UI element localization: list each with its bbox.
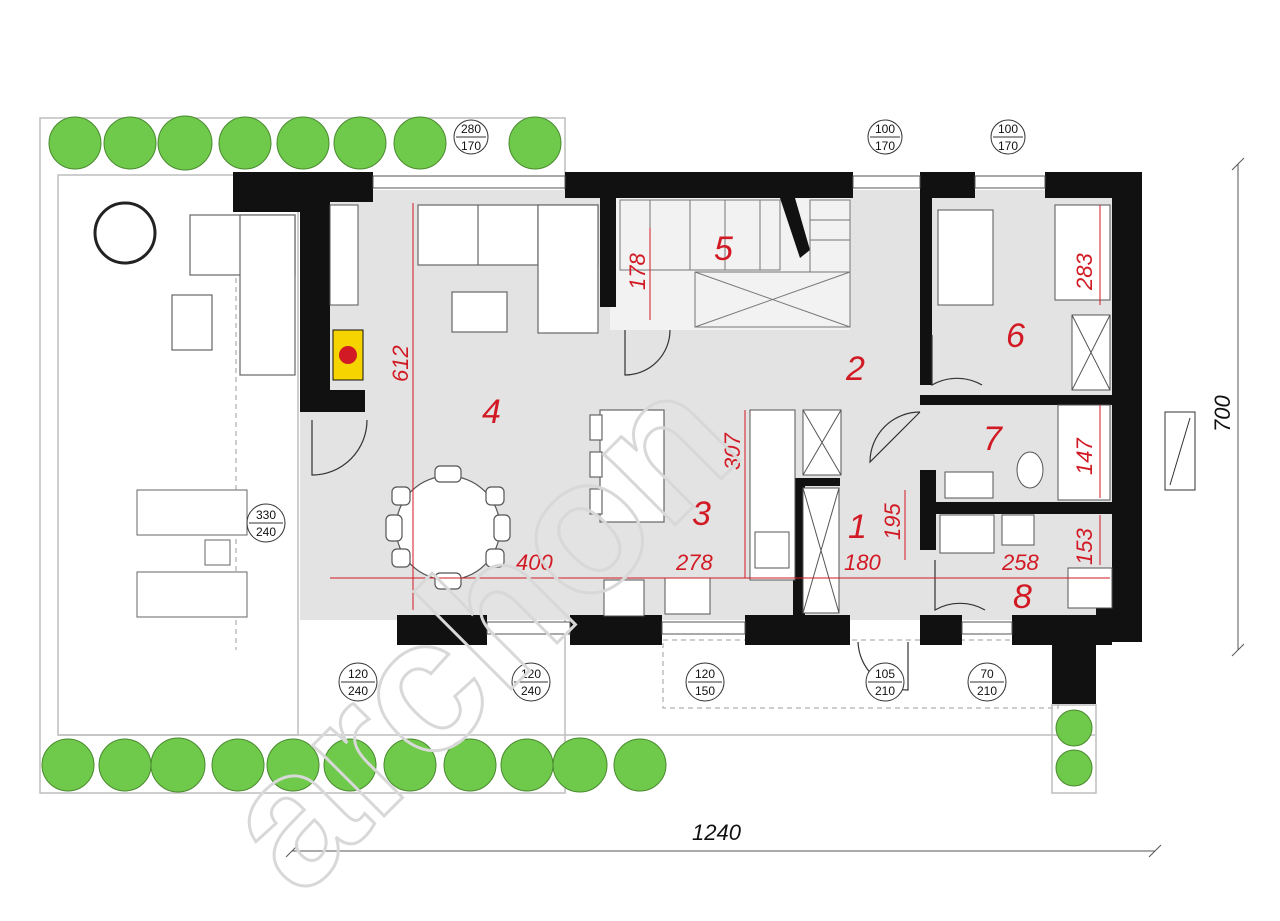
hedge-bottom: [41, 737, 667, 793]
compass-box: [1164, 411, 1196, 491]
room-number-4: 4: [482, 393, 501, 431]
svg-text:330: 330: [256, 508, 276, 522]
room-number-1: 1: [848, 508, 867, 546]
hedge-right: [1055, 709, 1093, 787]
window-badge-100-170-a: 100 170: [867, 119, 903, 155]
window-badge-280-170: 280 170: [453, 119, 489, 155]
svg-text:150: 150: [695, 684, 715, 698]
kitchen: [603, 409, 842, 617]
living-furniture: [171, 204, 665, 523]
window-badge-120-240-b: 120 240: [511, 662, 551, 702]
svg-text:170: 170: [875, 139, 895, 153]
svg-text:240: 240: [521, 684, 541, 698]
dimension-178: 178: [625, 253, 650, 290]
dimension-180: 180: [844, 550, 881, 575]
door-swings: [311, 329, 986, 691]
overall-depth: 700: [1210, 395, 1235, 432]
room-number-5: 5: [714, 230, 733, 268]
spiral-stair: [93, 201, 157, 265]
svg-text:240: 240: [348, 684, 368, 698]
window-badge-330-240: 330 240: [246, 503, 286, 543]
hedge-top: [48, 115, 562, 171]
svg-text:120: 120: [521, 667, 541, 681]
svg-text:70: 70: [980, 667, 994, 681]
bathroom-fixtures: [937, 204, 1113, 609]
dimension-195: 195: [880, 503, 905, 540]
dimension-400: 400: [516, 550, 553, 575]
svg-text:100: 100: [998, 122, 1018, 136]
svg-text:170: 170: [461, 139, 481, 153]
dimension-lines: [330, 203, 1110, 610]
window-badge-120-240-a: 120 240: [338, 662, 378, 702]
svg-text:210: 210: [875, 684, 895, 698]
room-number-7: 7: [983, 420, 1003, 458]
dimension-612: 612: [388, 345, 413, 382]
wardrobe: [329, 204, 359, 306]
room-number-8: 8: [1013, 578, 1032, 616]
door-badge-70-210: 70 210: [967, 662, 1007, 702]
dimension-278: 278: [675, 550, 713, 575]
fire-icon: [339, 346, 357, 364]
sun-loungers: [136, 489, 248, 618]
dimension-153: 153: [1072, 528, 1097, 565]
stairs: [619, 199, 851, 328]
room-number-2: 2: [845, 350, 865, 388]
overall-dimension-lines: [285, 157, 1245, 858]
dimension-258: 258: [1001, 550, 1039, 575]
overall-width: 1240: [692, 820, 742, 845]
dimension-283: 283: [1072, 253, 1097, 291]
svg-text:120: 120: [695, 667, 715, 681]
window-badge-120-150: 120 150: [685, 662, 725, 702]
svg-text:120: 120: [348, 667, 368, 681]
svg-text:170: 170: [998, 139, 1018, 153]
window-openings: [372, 175, 1046, 635]
svg-text:240: 240: [256, 525, 276, 539]
svg-text:105: 105: [875, 667, 895, 681]
room-number-6: 6: [1006, 317, 1025, 355]
room-number-3: 3: [692, 495, 711, 533]
window-badge-100-170-b: 100 170: [990, 119, 1026, 155]
walls: [233, 172, 1142, 704]
dimension-307: 307: [720, 433, 745, 470]
dining-table: [385, 465, 511, 590]
svg-text:280: 280: [461, 122, 481, 136]
svg-text:210: 210: [977, 684, 997, 698]
svg-text:100: 100: [875, 122, 895, 136]
dimension-147: 147: [1072, 438, 1097, 475]
door-badge-105-210: 105 210: [865, 662, 905, 702]
